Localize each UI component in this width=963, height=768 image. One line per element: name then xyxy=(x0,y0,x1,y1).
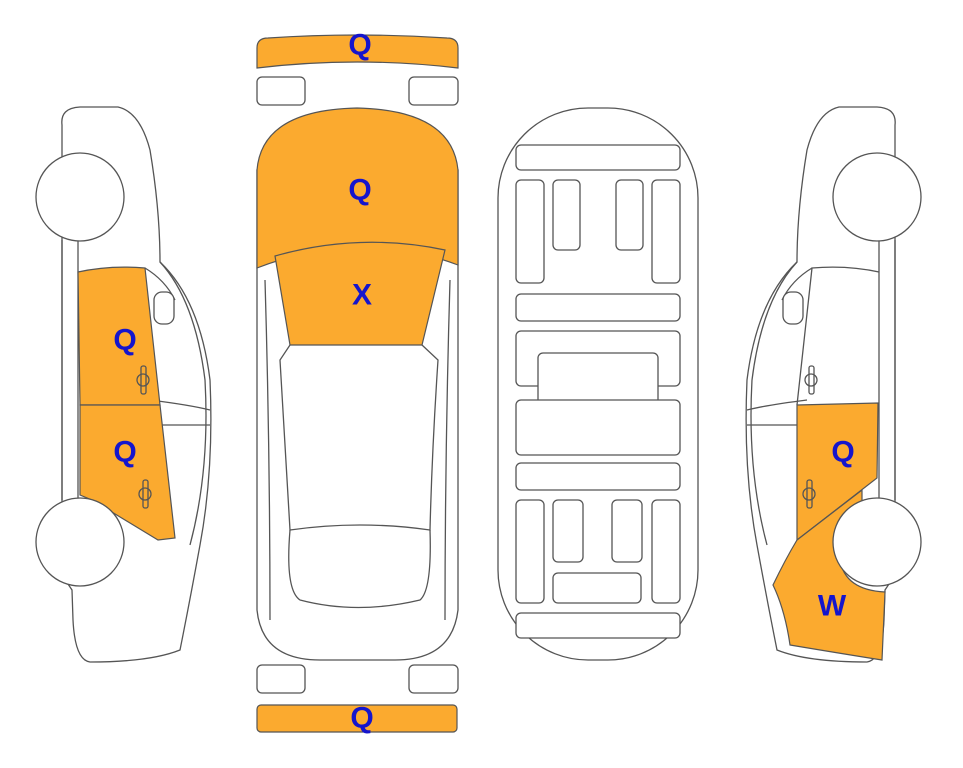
underside-view xyxy=(497,107,699,661)
left-front-door[interactable] xyxy=(77,266,161,406)
rear-bumper[interactable] xyxy=(256,704,458,733)
wheel xyxy=(832,497,922,587)
damage-code-left-rear-door: Q xyxy=(113,436,136,469)
damage-code-right-front-fender: W xyxy=(818,590,847,623)
damage-code-windshield: X xyxy=(352,279,372,312)
door-handle-icon xyxy=(802,479,816,509)
wheel xyxy=(35,152,125,242)
front-bumper[interactable] xyxy=(256,34,459,69)
mirror xyxy=(256,664,306,694)
damage-code-rear-bumper: Q xyxy=(350,702,373,735)
mirror xyxy=(408,664,459,694)
wheel xyxy=(832,152,922,242)
damage-code-right-front-door: Q xyxy=(831,436,854,469)
door-handle-icon xyxy=(138,479,152,509)
door-handle-icon xyxy=(804,365,818,395)
right-side-view: Q W xyxy=(745,106,922,663)
mirror xyxy=(256,76,306,106)
right-front-door[interactable] xyxy=(796,402,879,542)
top-view: Q Q X Q xyxy=(256,29,459,735)
damage-code-hood: Q xyxy=(348,174,371,207)
door-handle-icon xyxy=(136,365,150,395)
wheel xyxy=(35,497,125,587)
mirror xyxy=(408,76,459,106)
damage-code-front-bumper: Q xyxy=(348,29,371,62)
damage-code-left-front-door: Q xyxy=(113,324,136,357)
left-side-view: Q Q xyxy=(35,106,212,663)
windshield[interactable] xyxy=(274,241,446,346)
